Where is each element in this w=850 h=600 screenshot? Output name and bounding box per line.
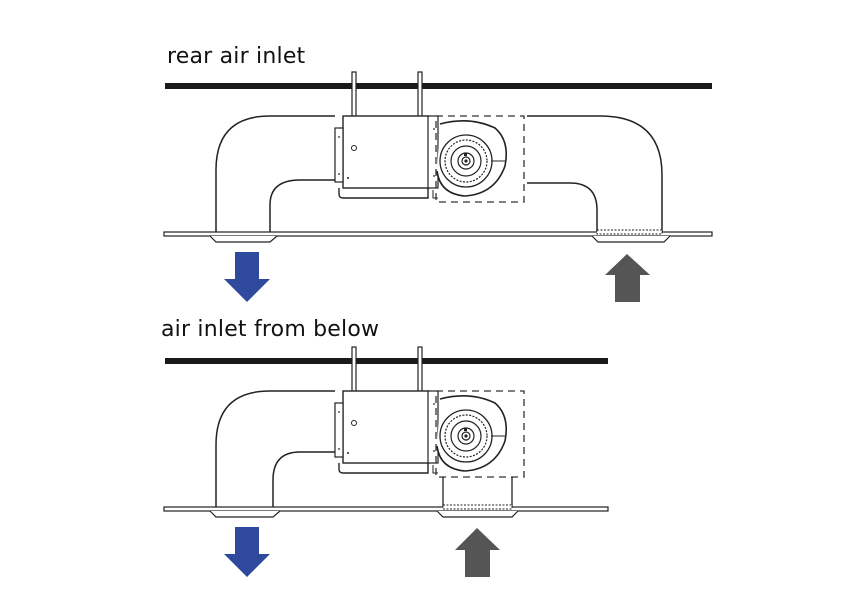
title-rear-air-inlet: rear air inlet bbox=[167, 44, 306, 69]
outlet-grille bbox=[209, 235, 278, 243]
false-ceiling bbox=[163, 506, 609, 512]
fan-coil-unit bbox=[334, 71, 525, 203]
arrow-down-icon bbox=[224, 252, 270, 302]
inlet-grille bbox=[591, 235, 671, 243]
arrow-up-icon bbox=[605, 254, 650, 302]
outlet-grille bbox=[209, 510, 281, 518]
ceiling-slab bbox=[165, 83, 712, 89]
diagram-rear-air-inlet bbox=[163, 71, 713, 302]
arrow-up-icon bbox=[455, 528, 500, 577]
inlet-plenum bbox=[442, 477, 513, 508]
inlet-grille bbox=[436, 510, 519, 518]
inlet-duct-elbow bbox=[527, 115, 663, 233]
outlet-duct-elbow bbox=[215, 115, 335, 233]
diagram-air-inlet-from-below bbox=[163, 346, 609, 577]
fan-coil-unit bbox=[334, 346, 525, 478]
title-air-inlet-from-below: air inlet from below bbox=[161, 317, 380, 342]
ceiling-slab bbox=[165, 358, 608, 364]
arrow-down-icon bbox=[224, 527, 270, 577]
false-ceiling bbox=[163, 231, 713, 237]
outlet-duct-elbow bbox=[215, 390, 335, 510]
